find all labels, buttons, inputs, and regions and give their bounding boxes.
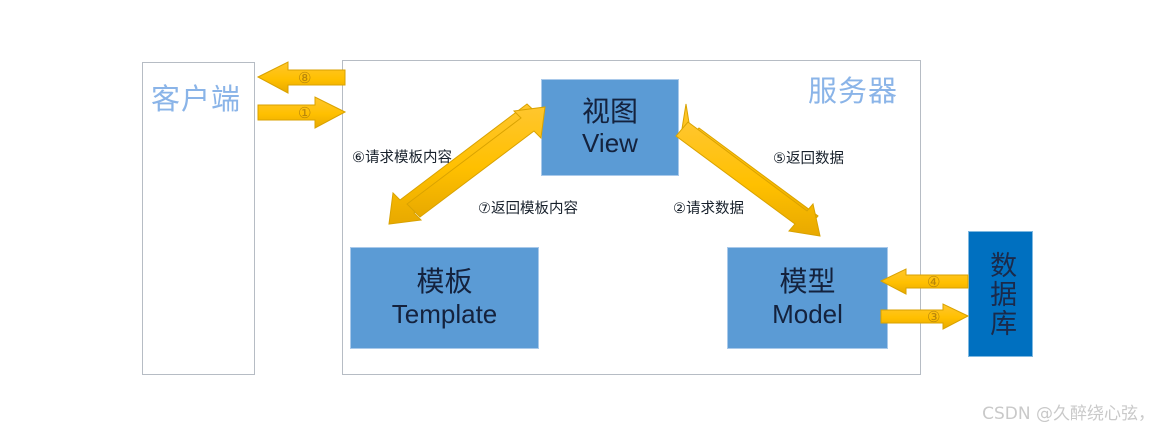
node-template-en: Template [391, 298, 498, 329]
arrow-label-return-data: ⑤返回数据 [773, 151, 844, 167]
node-database: 数据库 [968, 231, 1033, 357]
client-container [142, 62, 255, 375]
arrow-number-1: ① [298, 104, 312, 122]
arrow-number-3: ③ [927, 308, 941, 326]
node-model: 模型 Model [727, 247, 888, 349]
node-database-cn: 数据库 [985, 250, 1017, 338]
arrow-label-request-data: ②请求数据 [673, 201, 744, 217]
node-view-cn: 视图 [581, 94, 638, 128]
node-view-en: View [582, 128, 638, 158]
watermark: CSDN @久醉绕心弦， [982, 404, 1155, 424]
arrow-label-return-template: ⑦返回模板内容 [478, 201, 578, 217]
arrow-number-8: ⑧ [298, 69, 312, 87]
node-model-cn: 模型 [779, 265, 836, 299]
node-view: 视图 View [541, 79, 679, 176]
node-model-en: Model [772, 298, 843, 329]
client-container-label: 客户端 [151, 82, 242, 116]
node-template: 模板 Template [350, 247, 539, 349]
server-container-label: 服务器 [808, 74, 899, 108]
arrow-number-4: ④ [927, 273, 941, 291]
node-template-cn: 模板 [416, 265, 473, 299]
arrow-label-request-template: ⑥请求模板内容 [352, 150, 452, 166]
